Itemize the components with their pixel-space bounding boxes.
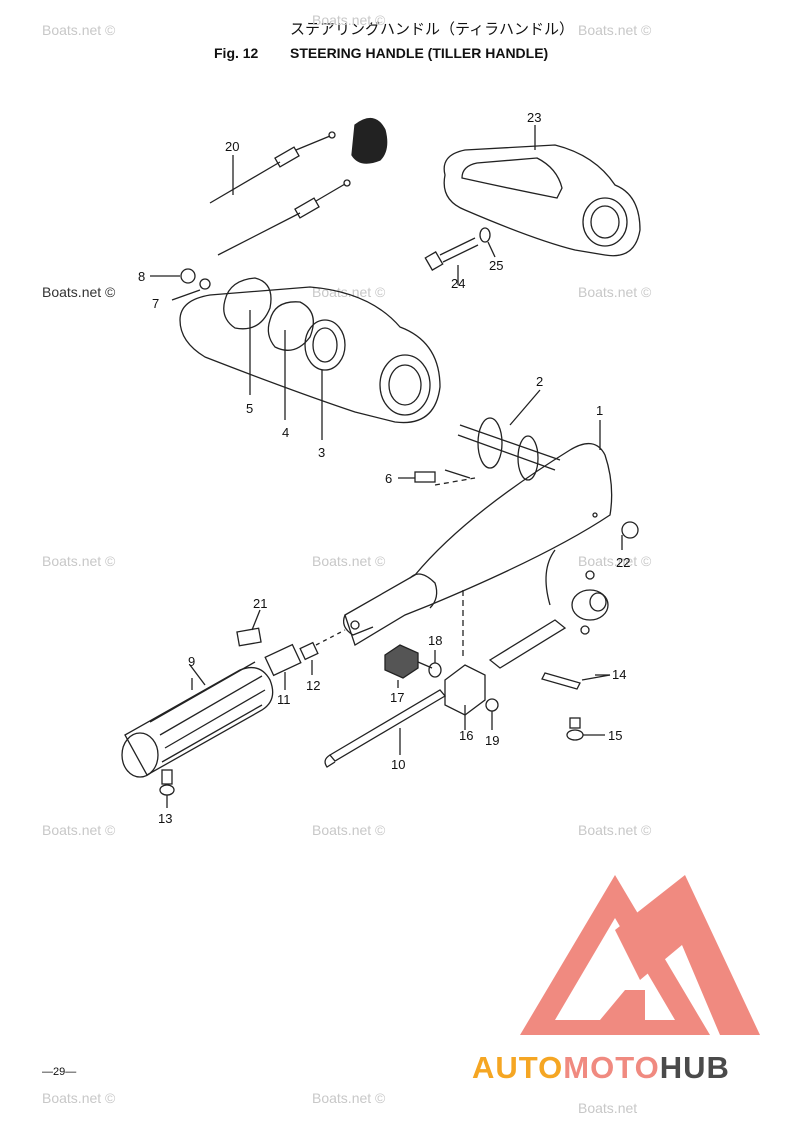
part-1-tiller-arm (342, 420, 613, 646)
watermark: Boats.net © (312, 1090, 386, 1106)
part-number-20: 20 (225, 139, 240, 154)
watermark: Boats.net © (578, 822, 652, 838)
part-number-23: 23 (527, 110, 542, 125)
part-14-spring (541, 672, 611, 690)
part-11-sleeve (264, 643, 302, 677)
part-18-washer (428, 662, 442, 678)
part-number-3: 3 (318, 445, 326, 460)
part-6-screw (398, 471, 476, 486)
throttle-shaft-assembly (462, 549, 609, 669)
watermark: Boats.net © (42, 553, 116, 569)
part-25-washer (479, 227, 491, 243)
part-number-8: 8 (138, 269, 146, 284)
part-number-5: 5 (246, 401, 254, 416)
part-16-friction-block (444, 664, 486, 730)
watermark: Boats.net © (312, 553, 386, 569)
part-19-nut (485, 698, 499, 712)
part-number-13: 13 (158, 811, 173, 826)
part-3-gasket (304, 319, 346, 371)
part-number-17: 17 (390, 690, 405, 705)
part-number-19: 19 (485, 733, 500, 748)
part-22-cap (621, 521, 639, 550)
figure-title: STEERING HANDLE (TILLER HANDLE) (290, 45, 549, 61)
watermark: Boats.net © (312, 12, 386, 28)
page-number: —29— (42, 1066, 77, 1078)
watermark: Boats.net © (578, 553, 652, 569)
part-2-shaft (457, 389, 561, 481)
part-number-15: 15 (608, 728, 623, 743)
part-7-washer (199, 278, 211, 290)
logo-text-auto: AUTO (472, 1050, 564, 1085)
part-number-11: 11 (277, 692, 291, 707)
part-number-14: 14 (612, 667, 627, 682)
watermark: Boats.net (578, 1100, 638, 1116)
title-japanese: ステアリングハンドル（ティラハンドル） (290, 20, 574, 38)
part-number-6: 6 (385, 471, 393, 486)
cable-bracket (351, 118, 388, 164)
part-number-9: 9 (188, 654, 196, 669)
figure-number: Fig. 12 (214, 45, 259, 61)
part-12-pin (299, 641, 319, 661)
part-number-12: 12 (306, 678, 321, 693)
part-8-nut (180, 268, 196, 284)
part-number-21: 21 (253, 596, 268, 611)
part-15-screw (566, 717, 605, 741)
part-9-grip (121, 661, 274, 778)
part-10-friction-rod (324, 689, 446, 768)
watermark: Boats.net © (312, 822, 386, 838)
part-number-22: 22 (616, 555, 631, 570)
part-13-screw (159, 769, 175, 808)
watermark: Boats.net © (42, 822, 116, 838)
part-5-plate (223, 277, 272, 330)
part-number-1: 1 (596, 403, 604, 418)
logo-text-hub: HUB (659, 1050, 730, 1085)
watermark: Boats.net © (42, 1090, 116, 1106)
part-21-label (236, 627, 262, 647)
part-20-throttle-cable (209, 131, 351, 256)
part-4-gasket (267, 301, 314, 351)
part-number-25: 25 (489, 258, 504, 273)
watermark: Boats.net © (578, 22, 652, 38)
part-24-bolt (424, 237, 479, 271)
automotohub-logo-text: AUTOMOTOHUB (472, 1050, 730, 1086)
part-number-7: 7 (152, 296, 160, 311)
part-number-4: 4 (282, 425, 290, 440)
part-23-handle-cover (443, 144, 641, 257)
watermark: Boats.net © (578, 284, 652, 300)
automotohub-logo (520, 875, 760, 1035)
lower-handle-cover (179, 286, 441, 424)
watermark: Boats.net © (312, 284, 386, 300)
part-number-18: 18 (428, 633, 443, 648)
watermark: Boats.net © (42, 22, 116, 38)
watermark: Boats.net © (42, 284, 116, 300)
part-number-16: 16 (459, 728, 474, 743)
logo-text-moto: MOTO (563, 1050, 660, 1085)
part-number-10: 10 (391, 757, 406, 772)
part-number-2: 2 (536, 374, 544, 389)
part-17-knob (384, 644, 419, 679)
part-number-24: 24 (451, 276, 466, 291)
